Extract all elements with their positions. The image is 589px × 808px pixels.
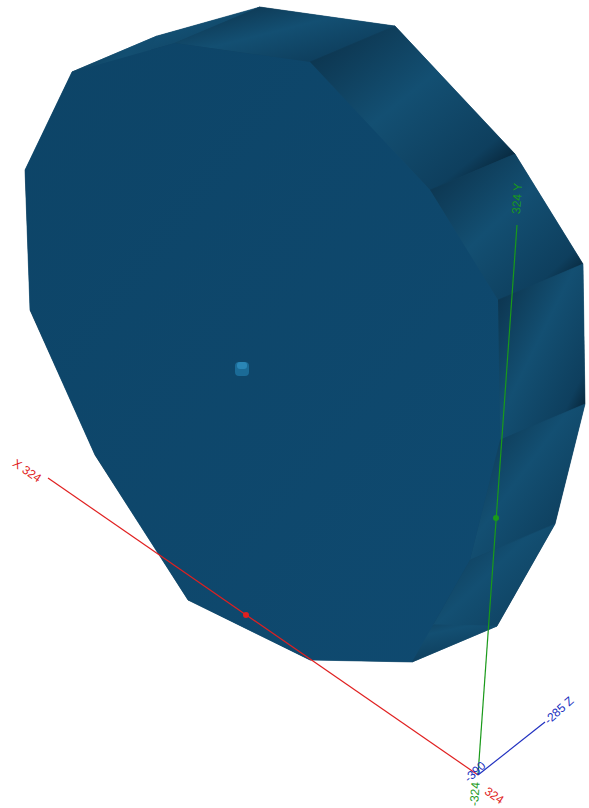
disc-side (25, 7, 585, 662)
z-axis (478, 722, 545, 775)
disc-front-face (25, 43, 500, 662)
x-axis (48, 478, 478, 775)
y-axis-dot (493, 515, 499, 521)
x-axis-dot (243, 612, 249, 618)
y-axis (478, 225, 517, 775)
center-hole-top (237, 362, 247, 369)
y-origin-value: -324 (468, 782, 482, 807)
z-axis-label: -285 Z (542, 694, 576, 726)
y-axis-label: 324 Y (510, 183, 524, 215)
center-hole (235, 362, 249, 376)
z-origin-value: -390 (462, 759, 488, 784)
x-axis-label: X 324 (11, 457, 44, 484)
x-origin-value: 324 (483, 785, 506, 806)
